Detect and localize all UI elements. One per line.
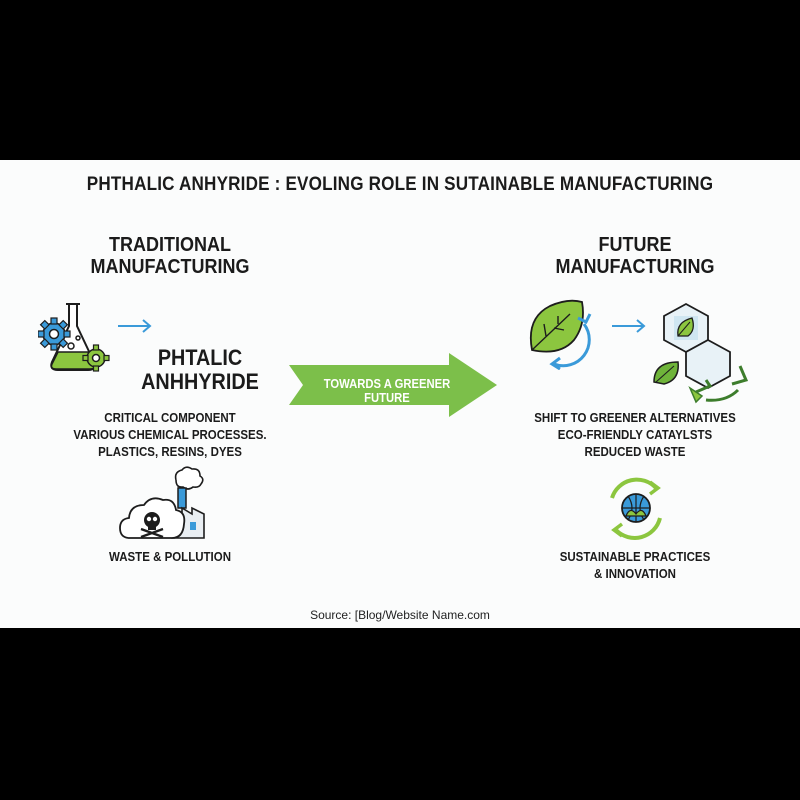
traditional-description: CRITICAL COMPONENT VARIOUS CHEMICAL PROC… bbox=[73, 411, 267, 459]
future-description: SHIFT TO GREENER ALTERNATIVES ECO-FRIEND… bbox=[534, 411, 736, 459]
greener-future-arrow bbox=[289, 353, 497, 417]
polluting-factory-icon bbox=[119, 466, 205, 539]
arrow-right-icon bbox=[612, 319, 646, 333]
traditional-heading: TRADITIONAL MANUFACTURING bbox=[90, 234, 250, 278]
phthalic-anhydride-heading: PHTALIC ANHHYRIDE bbox=[141, 345, 259, 394]
green-molecule-icon bbox=[653, 302, 749, 404]
flask-gears-icon bbox=[38, 303, 110, 372]
infographic-panel: PHTHALIC ANHYRIDE : EVOLING ROLE IN SUTA… bbox=[0, 160, 800, 628]
leaf-cycle-icon bbox=[529, 299, 592, 370]
page-title: PHTHALIC ANHYRIDE : EVOLING ROLE IN SUTA… bbox=[86, 174, 714, 195]
waste-pollution-label: WASTE & POLLUTION bbox=[108, 550, 232, 564]
arrow-right-icon bbox=[118, 319, 152, 333]
globe-cycle-icon bbox=[610, 477, 662, 540]
greener-future-label: TOWARDS A GREENER FUTURE bbox=[323, 377, 451, 405]
future-heading: FUTURE MANUFACTURING bbox=[555, 234, 715, 278]
sustainable-practices-label: SUSTAINABLE PRACTICES & INNOVATION bbox=[559, 550, 711, 581]
source-credit: Source: [Blog/Website Name.com bbox=[310, 608, 490, 622]
